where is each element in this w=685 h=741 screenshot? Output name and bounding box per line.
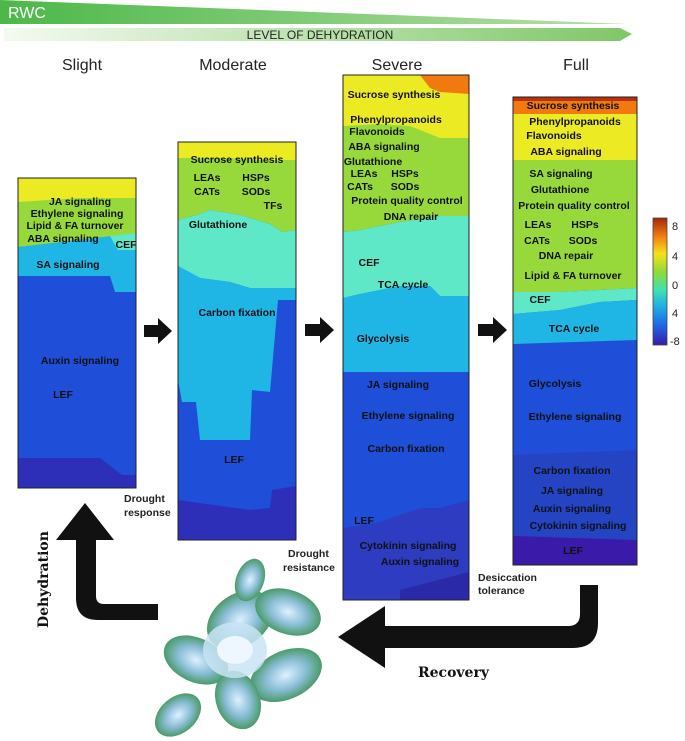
label-moderate-4: SODs [242, 186, 271, 198]
label-full-11: DNA repair [539, 250, 593, 262]
recovery-label: Recovery [418, 665, 490, 681]
level-of-dehydration-label: LEVEL OF DEHYDRATION [247, 28, 394, 42]
label-full-15: Glycolysis [529, 378, 582, 390]
stage-notes: Drought response Drought resistance Desi… [124, 493, 537, 597]
label-severe-14: JA signaling [367, 379, 429, 391]
label-slight-1: Ethylene signaling [31, 208, 124, 220]
label-slight-2: Lipid & FA turnover [26, 220, 123, 232]
label-full-18: JA signaling [541, 485, 603, 497]
note-desiccation-tolerance-1: Desiccation [478, 572, 537, 584]
label-moderate-2: HSPs [242, 172, 270, 184]
label-full-13: CEF [530, 294, 552, 306]
color-scale: 8 4 0 4 -8 [652, 217, 680, 348]
dehydration-label: Dehydration [36, 531, 52, 628]
note-drought-response-2: response [124, 507, 171, 519]
label-severe-2: Flavonoids [349, 126, 405, 138]
label-moderate-0: Sucrose synthesis [191, 154, 284, 166]
label-moderate-6: Glutathione [189, 219, 247, 231]
label-full-8: HSPs [571, 219, 599, 231]
label-slight-3: ABA signaling [27, 233, 98, 245]
label-severe-18: Cytokinin signaling [360, 540, 457, 552]
label-full-16: Ethylene signaling [529, 411, 622, 423]
label-slight-5: SA signaling [36, 259, 99, 271]
color-scale-tick-1: 4 [672, 251, 678, 263]
dehydration-arrow [56, 503, 158, 620]
label-severe-1: Phenylpropanoids [350, 114, 442, 126]
label-full-17: Carbon fixation [533, 465, 610, 477]
column-slight: JA signaling Ethylene signaling Lipid & … [17, 177, 138, 489]
label-severe-3: ABA signaling [348, 141, 419, 153]
label-slight-6: Auxin signaling [41, 355, 119, 367]
column-severe: Sucrose synthesis Phenylpropanoids Flavo… [342, 74, 470, 601]
stage-full: Full [563, 57, 589, 74]
label-severe-6: HSPs [391, 168, 419, 180]
color-scale-tick-4: -8 [670, 336, 680, 348]
label-moderate-8: LEF [224, 454, 244, 466]
label-full-20: Cytokinin signaling [530, 520, 627, 532]
arrow-slight-to-moderate [144, 318, 172, 344]
label-full-1: Phenylpropanoids [529, 116, 621, 128]
label-severe-19: Auxin signaling [381, 556, 459, 568]
label-severe-15: Ethylene signaling [362, 410, 455, 422]
label-full-5: Glutathione [531, 184, 589, 196]
recovery-arrow [338, 585, 598, 668]
cycle-arrows: Dehydration Recovery [36, 503, 598, 681]
label-severe-16: Carbon fixation [367, 443, 444, 455]
label-severe-4: Glutathione [344, 156, 402, 168]
column-moderate: Sucrose synthesis LEAs HSPs CATs SODs TF… [177, 141, 297, 541]
color-scale-tick-0: 8 [672, 221, 678, 233]
label-full-7: LEAs [525, 219, 552, 231]
color-scale-tick-2: 0 [672, 280, 678, 292]
label-full-10: SODs [569, 235, 598, 247]
dehydration-level-arrow [4, 28, 632, 41]
rwc-wedge [0, 0, 628, 24]
label-moderate-3: CATs [194, 186, 220, 198]
label-moderate-1: LEAs [194, 172, 221, 184]
label-severe-8: SODs [391, 181, 420, 193]
label-severe-9: Protein quality control [351, 195, 463, 207]
label-severe-17: LEF [354, 515, 374, 527]
header: RWC LEVEL OF DEHYDRATION [0, 0, 632, 42]
arrow-severe-to-full [478, 317, 507, 343]
label-full-21: LEF [563, 545, 583, 557]
label-full-2: Flavonoids [526, 130, 582, 142]
label-full-9: CATs [524, 235, 550, 247]
rwc-label: RWC [8, 5, 46, 22]
label-moderate-5: TFs [264, 200, 283, 212]
label-slight-4: CEF [116, 239, 138, 251]
label-full-6: Protein quality control [518, 200, 630, 212]
label-full-12: Lipid & FA turnover [524, 270, 621, 282]
label-full-3: ABA signaling [530, 146, 601, 158]
label-severe-12: TCA cycle [378, 279, 429, 291]
plant-illustration [154, 558, 322, 737]
label-moderate-7: Carbon fixation [198, 307, 275, 319]
label-full-4: SA signaling [529, 168, 592, 180]
label-full-19: Auxin signaling [533, 503, 611, 515]
label-slight-0: JA signaling [49, 196, 111, 208]
label-severe-13: Glycolysis [357, 333, 410, 345]
label-severe-5: LEAs [351, 168, 378, 180]
label-severe-0: Sucrose synthesis [348, 89, 441, 101]
color-scale-tick-3: 4 [672, 308, 678, 320]
stage-slight: Slight [62, 57, 103, 74]
note-drought-resistance-1: Drought [288, 548, 329, 560]
stage-titles: Slight Moderate Severe Full [62, 57, 589, 74]
label-full-0: Sucrose synthesis [527, 100, 620, 112]
label-severe-10: DNA repair [384, 211, 438, 223]
stage-moderate: Moderate [199, 57, 267, 74]
stage-severe: Severe [372, 57, 423, 74]
note-drought-response-1: Drought [124, 493, 165, 505]
arrow-moderate-to-severe [305, 317, 334, 343]
label-slight-7: LEF [53, 389, 73, 401]
label-severe-11: CEF [359, 257, 381, 269]
stage-arrows [144, 317, 507, 344]
note-drought-resistance-2: resistance [283, 562, 335, 574]
label-full-14: TCA cycle [549, 323, 600, 335]
column-full: Sucrose synthesis Phenylpropanoids Flavo… [512, 96, 638, 566]
note-desiccation-tolerance-2: tolerance [478, 585, 525, 597]
label-severe-7: CATs [347, 181, 373, 193]
color-scale-bar [652, 217, 668, 346]
